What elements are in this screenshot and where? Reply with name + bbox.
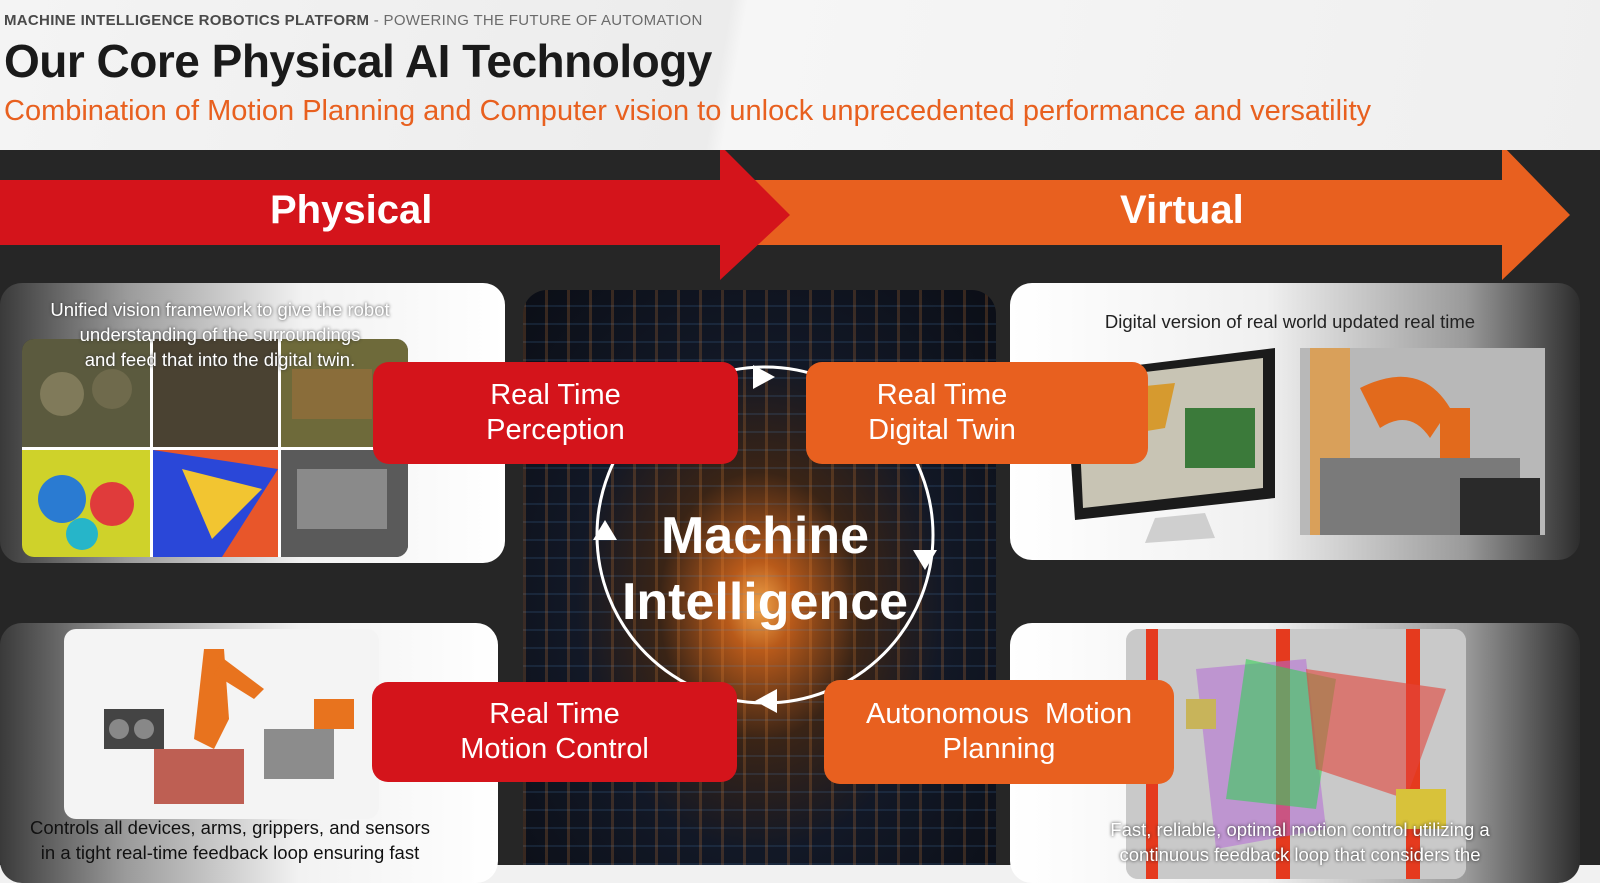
- motion-planning-pill-line-1: Autonomous Motion: [866, 698, 1132, 730]
- robot-cell-photo: [1300, 348, 1545, 535]
- virtual-label: Virtual: [1120, 188, 1244, 232]
- motion-control-description: Controls all devices, arms, grippers, an…: [0, 815, 460, 865]
- header: MACHINE INTELLIGENCE ROBOTICS PLATFORM -…: [0, 0, 1600, 150]
- mi-line-1: Machine: [660, 507, 870, 565]
- digital-twin-pill-line-1: Real Time: [876, 379, 1008, 411]
- page-title: Our Core Physical AI Technology: [4, 35, 712, 87]
- perception-description: Unified vision framework to give the rob…: [10, 297, 430, 372]
- eyebrow-platform: MACHINE INTELLIGENCE ROBOTICS PLATFORM: [4, 12, 370, 29]
- perception-pill-line-2: Perception: [486, 414, 625, 446]
- virtual-arrow: [720, 150, 1570, 280]
- digital-twin-desc-line-1: Digital version of real world updated re…: [1104, 311, 1476, 332]
- digital-twin-pill-line-2: Digital Twin: [868, 414, 1016, 446]
- cycle-ring: [593, 365, 937, 713]
- eyebrow: MACHINE INTELLIGENCE ROBOTICS PLATFORM -…: [4, 12, 703, 29]
- physical-virtual-arrows: [0, 150, 1570, 280]
- robot-workcell-image: [64, 629, 379, 819]
- physical-label: Physical: [270, 188, 433, 232]
- perception-desc-line-2: understanding of the surroundings: [79, 324, 361, 345]
- perception-desc-line-3: and feed that into the digital twin.: [84, 349, 356, 370]
- cycle-arrow-bottom: [755, 689, 777, 713]
- cycle-arrow-left: [593, 520, 617, 540]
- motion-planning-desc-line-1: Fast, reliable, optimal motion control u…: [1110, 819, 1490, 840]
- motion-planning-pill-line-2: Planning: [942, 733, 1056, 765]
- perception-pill-line-1: Real Time: [490, 379, 621, 411]
- cycle-arrow-right: [913, 550, 937, 570]
- eyebrow-tagline: - POWERING THE FUTURE OF AUTOMATION: [369, 12, 703, 29]
- motion-control-desc-line-2: in a tight real-time feedback loop ensur…: [40, 842, 420, 863]
- motion-control-desc-line-1: Controls all devices, arms, grippers, an…: [30, 817, 430, 838]
- motion-planning-sim-graphic: [1126, 629, 1466, 879]
- motion-control-pill-line-1: Real Time: [489, 698, 620, 730]
- physical-arrow: [0, 150, 790, 280]
- motion-planning-sim-image: [1126, 629, 1466, 879]
- motion-planning-description: Fast, reliable, optimal motion control u…: [1070, 817, 1530, 867]
- motion-planning-panel: Fast, reliable, optimal motion control u…: [1010, 623, 1580, 883]
- robot-cell-graphic: [1300, 348, 1545, 535]
- cycle-arrow-top: [753, 365, 775, 389]
- motion-planning-desc-line-2: continuous feedback loop that considers …: [1119, 844, 1481, 865]
- robot-workcell-graphic: [104, 649, 354, 804]
- machine-intelligence-title: Machine Intelligence: [600, 503, 930, 635]
- page-subtitle: Combination of Motion Planning and Compu…: [4, 95, 1372, 127]
- motion-control-pill-line-2: Motion Control: [460, 733, 649, 765]
- perception-desc-line-1: Unified vision framework to give the rob…: [50, 299, 390, 320]
- mi-line-2: Intelligence: [621, 573, 909, 631]
